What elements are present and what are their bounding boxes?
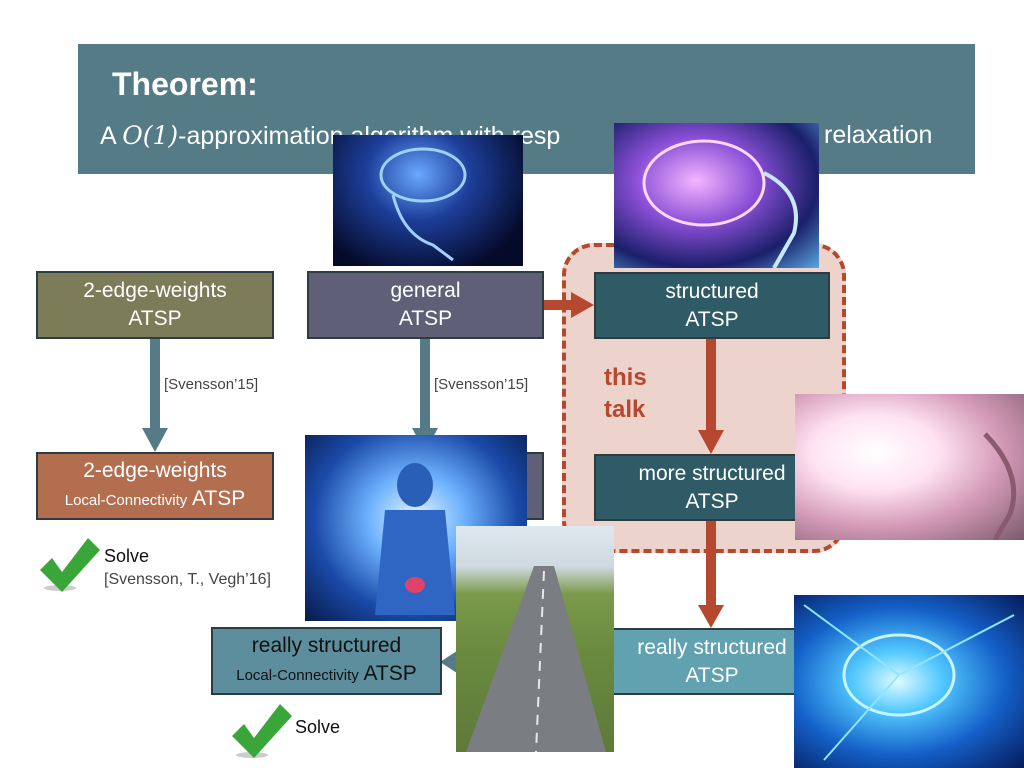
arrow-structured-more-head bbox=[698, 430, 724, 454]
box-line: ATSP bbox=[685, 489, 739, 513]
theorem-math: O(1) bbox=[122, 121, 179, 150]
theorem-banner bbox=[78, 44, 975, 174]
box-line: 2-edge-weights bbox=[83, 459, 227, 482]
box-line: general bbox=[390, 279, 461, 302]
box-line: structured bbox=[665, 279, 759, 303]
bright-brain-icon bbox=[795, 394, 1024, 540]
arrow-really-lc-head bbox=[440, 649, 460, 675]
box-really-structured-atsp: really structured ATSP bbox=[594, 628, 830, 695]
box-line: ATSP bbox=[128, 307, 182, 330]
road-icon bbox=[456, 526, 614, 752]
arrow-middle-shaft bbox=[420, 338, 430, 428]
this-talk-line: this bbox=[604, 364, 647, 391]
arrow-structured-more-shaft bbox=[706, 338, 716, 430]
arrow-more-really-shaft bbox=[706, 521, 716, 605]
solve-label-bottom: Solve bbox=[295, 717, 341, 737]
theorem-title: Theorem: bbox=[112, 66, 258, 102]
box-line: more structured bbox=[638, 461, 786, 485]
box-line: ATSP bbox=[398, 307, 453, 330]
network-brain-icon bbox=[794, 595, 1024, 768]
this-talk-label: this talk bbox=[604, 362, 647, 426]
theorem-suffix: relaxation bbox=[824, 121, 933, 149]
box-line: really structured bbox=[637, 635, 787, 659]
theorem-prefix: A bbox=[100, 122, 123, 150]
box-two-edge-weights-lc-atsp: 2-edge-weights Local-Connectivity ATSP bbox=[36, 452, 274, 520]
citation-svt: [Svensson, T., Vegh’16] bbox=[104, 571, 271, 588]
citation-svensson-left: [Svensson’15] bbox=[164, 376, 259, 393]
arrow-general-structured-head bbox=[571, 292, 594, 318]
atsp-label: ATSP bbox=[187, 487, 246, 510]
arrow-left-shaft bbox=[150, 338, 160, 428]
box-line: Local-Connectivity ATSP bbox=[236, 660, 417, 690]
lc-label: Local-Connectivity bbox=[236, 667, 359, 684]
box-more-structured-atsp: more structured ATSP bbox=[594, 454, 830, 521]
arrow-general-structured-shaft bbox=[543, 300, 571, 310]
solve-label-top: Solve bbox=[104, 546, 150, 566]
box-structured-atsp: structured ATSP bbox=[594, 272, 830, 339]
box-line: ATSP bbox=[685, 663, 739, 687]
box-really-structured-lc-atsp: really structured Local-Connectivity ATS… bbox=[211, 627, 442, 695]
brain-xray-icon bbox=[333, 135, 523, 266]
arrow-left-head bbox=[142, 428, 168, 452]
box-line: ATSP bbox=[685, 307, 739, 331]
citation-svensson-middle: [Svensson’15] bbox=[434, 376, 529, 393]
this-talk-line: talk bbox=[604, 396, 646, 423]
glowing-brain-icon bbox=[614, 123, 819, 268]
atsp-label: ATSP bbox=[358, 662, 417, 685]
box-line: Local-Connectivity ATSP bbox=[65, 485, 246, 515]
box-two-edge-weights-atsp: 2-edge-weights ATSP bbox=[36, 271, 274, 339]
box-line: really structured bbox=[251, 634, 402, 657]
box-general-atsp: general ATSP bbox=[307, 271, 544, 339]
arrow-more-really-head bbox=[698, 605, 724, 628]
box-line: 2-edge-weights bbox=[83, 279, 227, 302]
lc-label: Local-Connectivity bbox=[64, 492, 188, 509]
